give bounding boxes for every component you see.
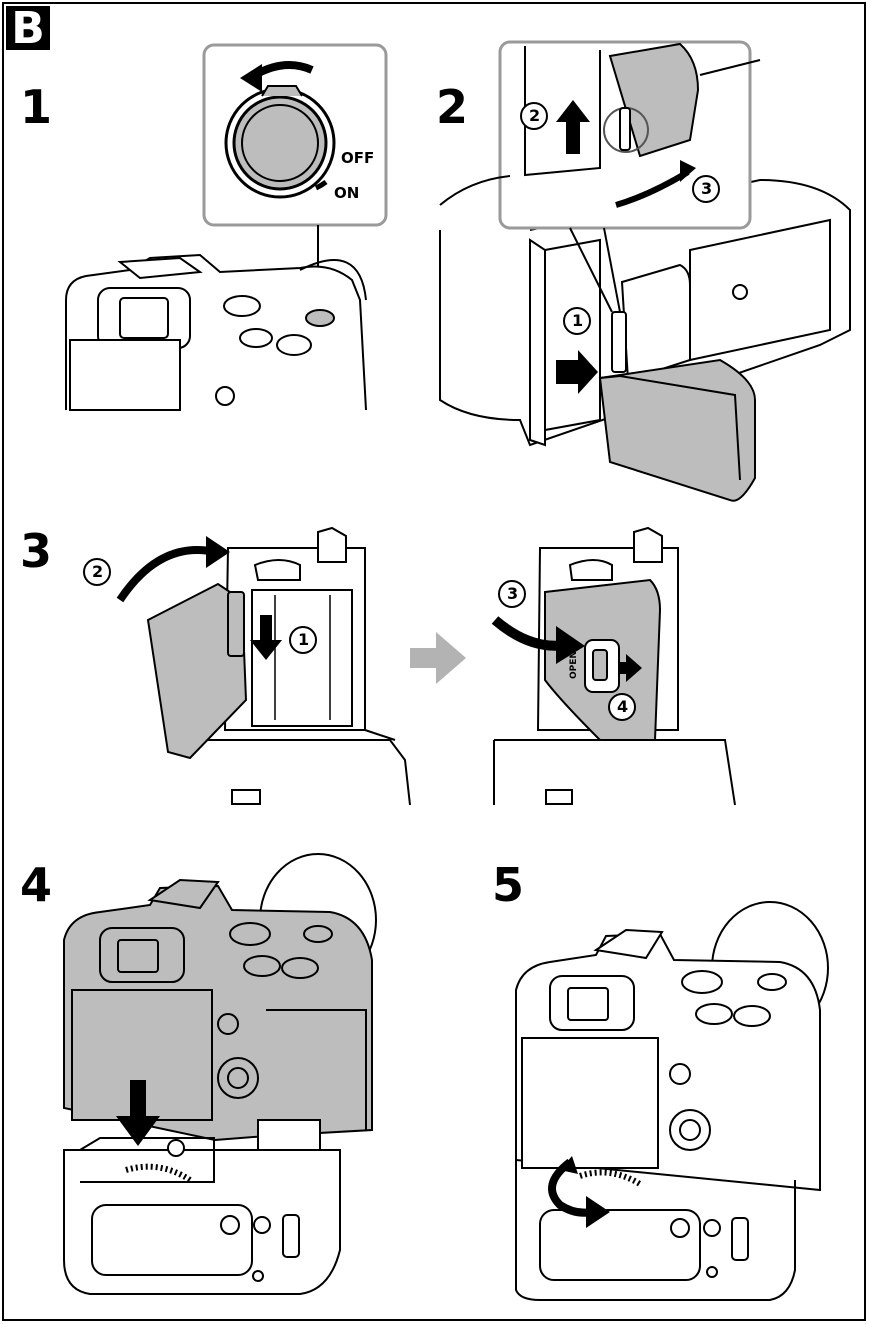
step-5-illustration xyxy=(0,0,870,1325)
